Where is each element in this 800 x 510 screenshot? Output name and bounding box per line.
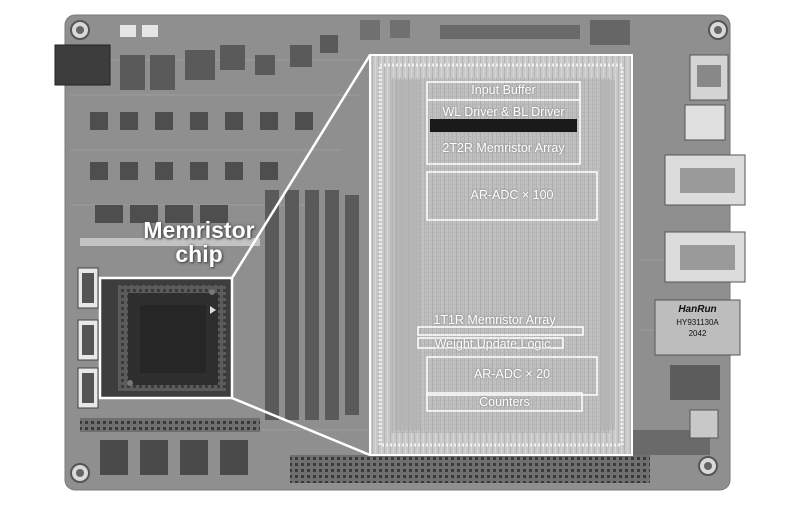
ethernet-module — [654, 299, 741, 356]
die-block-outlines — [417, 81, 598, 412]
counters-label: Counters — [479, 395, 530, 409]
weight-update-label: Weight Update Logic — [434, 337, 551, 351]
memristor-chip-label: Memristor chip — [134, 218, 264, 266]
amplifier-rows — [90, 112, 313, 223]
chip-label-line1: Memristor — [143, 217, 255, 243]
power-jack — [54, 44, 111, 86]
resistor-columns — [265, 190, 359, 420]
chip-label-line2: chip — [175, 241, 223, 267]
adc-100-label: AR-ADC × 100 — [470, 188, 554, 202]
module-brand: HanRun — [678, 304, 717, 315]
bottom-headers — [80, 418, 710, 483]
module-code: 2042 — [688, 329, 707, 338]
mounting-holes — [70, 20, 728, 483]
module-part: HY931130A — [676, 318, 719, 327]
adc-20-label: AR-ADC × 20 — [473, 367, 551, 381]
array-2t2r-label: 2T2R Memristor Array — [442, 141, 565, 155]
wl-bl-driver-label: WL Driver & BL Driver — [442, 105, 565, 119]
top-components — [120, 20, 630, 90]
right-connectors — [654, 54, 746, 439]
memristor-chip-package — [98, 276, 234, 400]
input-buffer-label: Input Buffer — [471, 83, 536, 97]
left-headers — [77, 238, 260, 409]
callout-lines — [230, 54, 372, 457]
array-1t1r-label: 1T1R Memristor Array — [433, 313, 556, 327]
